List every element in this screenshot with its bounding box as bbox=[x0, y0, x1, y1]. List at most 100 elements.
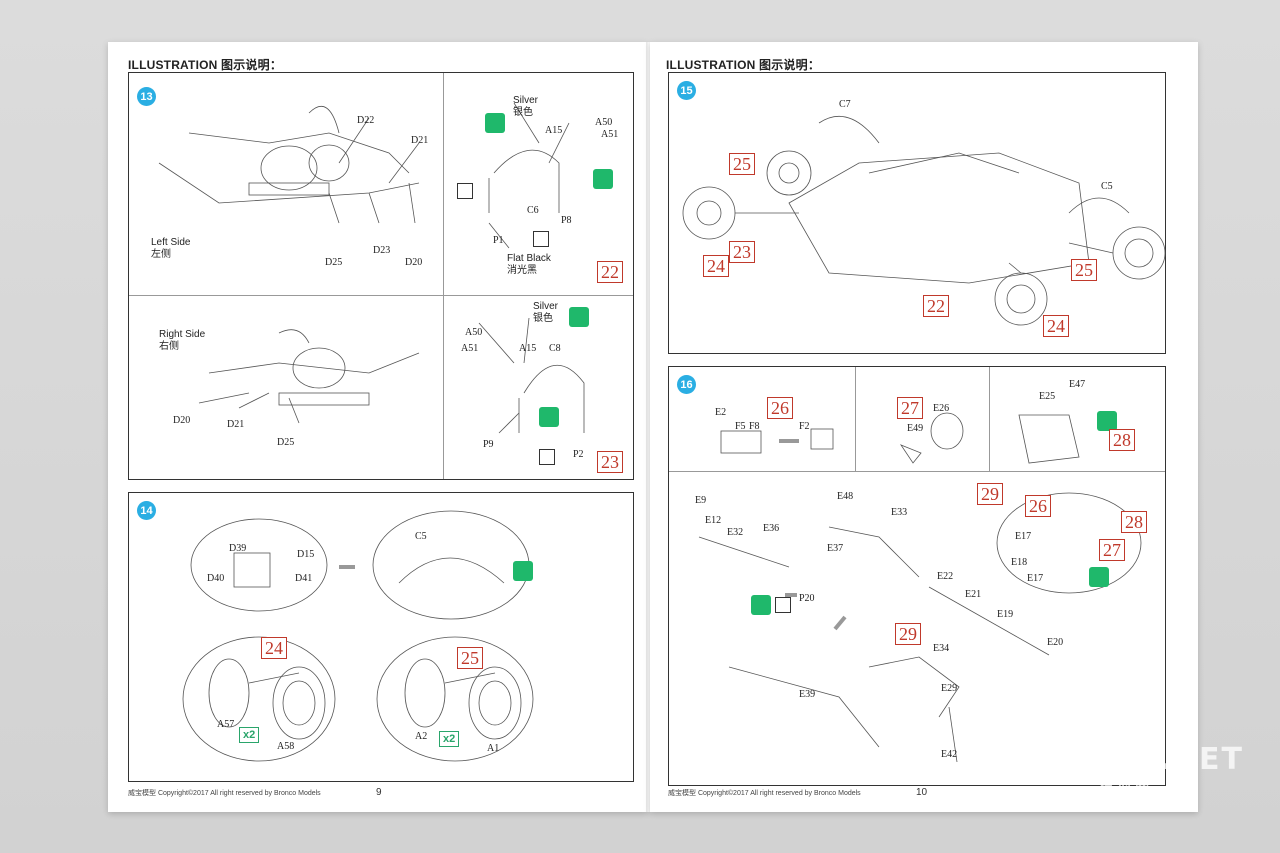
step-ref-29: 29 bbox=[895, 623, 921, 645]
page-header-left: ILLUSTRATION 图示说明： bbox=[128, 58, 283, 72]
instruction-page-right: ILLUSTRATION 图示说明： 15 C7 C5 25 24 23 22 … bbox=[650, 42, 1198, 812]
page-header-right: ILLUSTRATION 图示说明： bbox=[666, 58, 821, 72]
instruction-page-left: ILLUSTRATION 图示说明： 13 bbox=[108, 42, 648, 812]
step-ref-24-b: 24 bbox=[1043, 315, 1069, 337]
part-label-e37: E37 bbox=[827, 543, 844, 554]
part-label-e32: E32 bbox=[727, 527, 744, 538]
part-label-d21-right: D21 bbox=[227, 419, 245, 430]
step-13-vertical-divider bbox=[443, 73, 444, 479]
step-ref-25-a: 25 bbox=[729, 153, 755, 175]
part-label-a15-right: A15 bbox=[519, 343, 537, 354]
part-label-a51-right: A51 bbox=[461, 343, 479, 354]
part-label-c5: C5 bbox=[1101, 181, 1113, 192]
part-label-e42: E42 bbox=[941, 749, 958, 760]
step-ref-24-a: 24 bbox=[703, 255, 729, 277]
part-label-d21: D21 bbox=[411, 135, 429, 146]
step-16-divider-2 bbox=[989, 367, 990, 471]
step-15-frame: 15 C7 C5 25 24 23 22 25 24 bbox=[668, 72, 1166, 354]
quantity-x2: x2 bbox=[239, 727, 260, 743]
cement-icon bbox=[539, 407, 559, 427]
footer-copyright-left: 威宝模型 Copyright©2017 All right reserved b… bbox=[128, 790, 321, 797]
step-15-badge: 15 bbox=[677, 81, 696, 100]
part-label-d39: D39 bbox=[229, 543, 247, 554]
step-14-line-art bbox=[182, 510, 534, 762]
step-ref-23: 23 bbox=[597, 451, 623, 473]
part-label-e25: E25 bbox=[1039, 391, 1056, 402]
paint-drop-icon bbox=[775, 597, 791, 613]
step-13-frame: 13 bbox=[128, 72, 634, 480]
part-label-c8: C8 bbox=[549, 343, 561, 354]
step-16-line-art bbox=[698, 412, 1142, 763]
part-label-d41: D41 bbox=[295, 573, 313, 584]
footer-copyright-right: 威宝模型 Copyright©2017 All right reserved b… bbox=[668, 790, 861, 797]
step-ref-26: 26 bbox=[767, 397, 793, 419]
part-label-e48: E48 bbox=[837, 491, 854, 502]
step-15-line-art bbox=[682, 115, 1166, 326]
step-ref-25: 25 bbox=[457, 647, 483, 669]
part-label-e17-b: E17 bbox=[1027, 573, 1044, 584]
part-label-a15: A15 bbox=[545, 125, 563, 136]
step-14-badge: 14 bbox=[137, 501, 156, 520]
part-label-e9: E9 bbox=[695, 495, 707, 506]
detail-ref-28: 28 bbox=[1121, 511, 1147, 533]
paint-drop-icon bbox=[539, 449, 555, 465]
step-16-frame: 16 26 E2 F5 F8 F2 27 E26 E49 E bbox=[668, 366, 1166, 786]
part-label-d25-right: D25 bbox=[277, 437, 295, 448]
part-label-d20-right: D20 bbox=[173, 415, 191, 426]
part-label-d22: D22 bbox=[357, 115, 375, 126]
no-cement-icon bbox=[1089, 567, 1109, 587]
part-label-e33: E33 bbox=[891, 507, 908, 518]
step-16-divider-1 bbox=[855, 367, 856, 471]
part-label-a51: A51 bbox=[601, 129, 619, 140]
part-label-p1: P1 bbox=[493, 235, 504, 246]
detail-ref-27: 27 bbox=[1099, 539, 1125, 561]
step-14-frame: 14 D39 D15 D40 D41 C5 24 25 A57 A58 x2 bbox=[128, 492, 634, 782]
part-label-f5: F5 bbox=[735, 421, 746, 432]
paint-drop-icon bbox=[533, 231, 549, 247]
cement-icon bbox=[569, 307, 589, 327]
part-label-e29: E29 bbox=[941, 683, 958, 694]
part-label-d15: D15 bbox=[297, 549, 315, 560]
part-label-p2: P2 bbox=[573, 449, 584, 460]
part-label-d40: D40 bbox=[207, 573, 225, 584]
cement-icon bbox=[751, 595, 771, 615]
part-label-e18: E18 bbox=[1011, 557, 1028, 568]
step-13-horizontal-divider bbox=[129, 295, 633, 296]
part-label-p20: P20 bbox=[799, 593, 815, 604]
part-label-e20: E20 bbox=[1047, 637, 1064, 648]
step-13-line-art bbox=[158, 102, 585, 434]
step-16-divider-h bbox=[669, 471, 1165, 472]
cement-icon bbox=[513, 561, 533, 581]
part-label-e17: E17 bbox=[1015, 531, 1032, 542]
step-ref-28: 28 bbox=[1109, 429, 1135, 451]
part-label-e22: E22 bbox=[937, 571, 954, 582]
part-label-d23: D23 bbox=[373, 245, 391, 256]
part-label-p8: P8 bbox=[561, 215, 572, 226]
part-label-e2: E2 bbox=[715, 407, 727, 418]
step-16-badge: 16 bbox=[677, 375, 696, 394]
part-label-a58: A58 bbox=[277, 741, 295, 752]
paint-drop-icon bbox=[457, 183, 473, 199]
cement-icon bbox=[593, 169, 613, 189]
part-label-e12: E12 bbox=[705, 515, 722, 526]
part-label-e21: E21 bbox=[965, 589, 982, 600]
cement-icon bbox=[485, 113, 505, 133]
part-label-c7: C7 bbox=[839, 99, 851, 110]
part-label-e47: E47 bbox=[1069, 379, 1086, 390]
part-label-p9: P9 bbox=[483, 439, 494, 450]
quantity-x2: x2 bbox=[439, 731, 460, 747]
part-label-e39: E39 bbox=[799, 689, 816, 700]
step-ref-25-b: 25 bbox=[1071, 259, 1097, 281]
part-label-e26: E26 bbox=[933, 403, 950, 414]
book-spine bbox=[646, 42, 652, 812]
cement-icon bbox=[1097, 411, 1117, 431]
detail-ref-26: 26 bbox=[1025, 495, 1051, 517]
part-label-f2: F2 bbox=[799, 421, 810, 432]
part-label-c6: C6 bbox=[527, 205, 539, 216]
page-number-left: 9 bbox=[376, 787, 382, 798]
part-label-d20: D20 bbox=[405, 257, 423, 268]
